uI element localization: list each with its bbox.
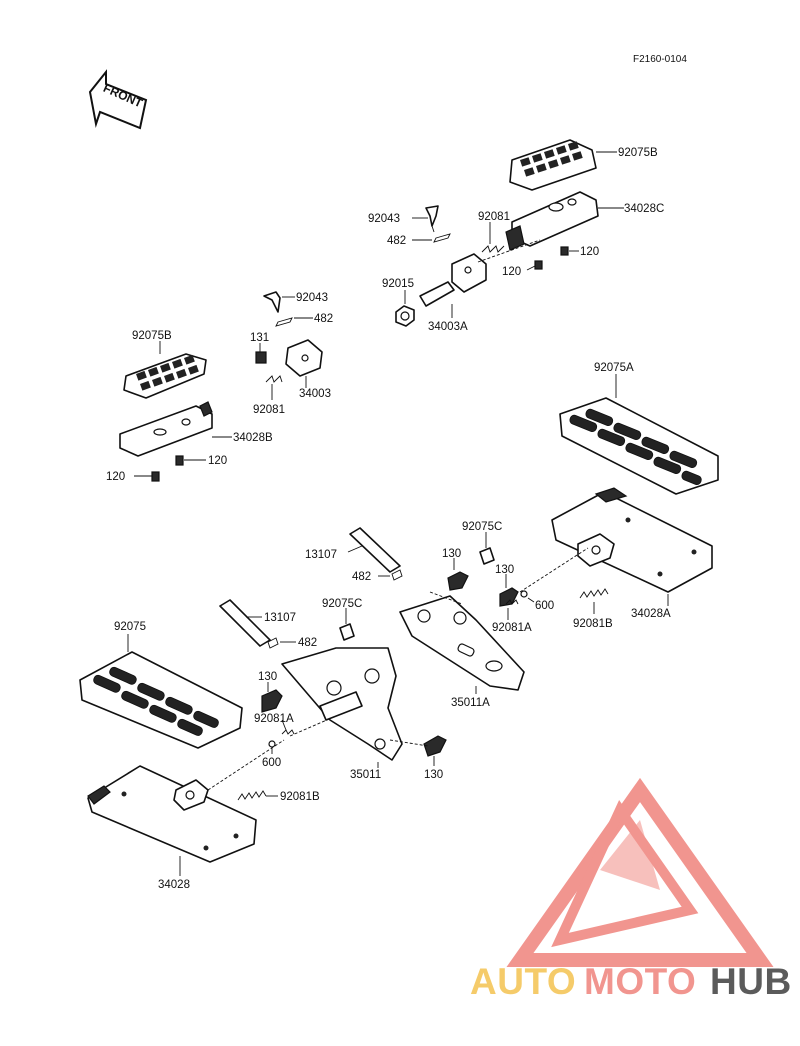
bolt-120-left-a: [151, 471, 160, 482]
logo-text-moto: MOTO: [584, 961, 696, 1002]
label-92081-mid: 92081: [253, 404, 285, 416]
rubber-92075A: [559, 397, 719, 495]
floorboard-34028A: [551, 487, 713, 593]
bolt-120-left-b: [175, 455, 184, 466]
label-600-lower: 600: [262, 757, 281, 769]
label-92075B-upper: 92075B: [618, 147, 658, 159]
spring-92081B-lower: [237, 790, 267, 801]
label-130-lower-b: 130: [424, 769, 443, 781]
bracket-35011: [281, 647, 403, 761]
label-92015: 92015: [382, 278, 414, 290]
stopper-92075C-right: [479, 547, 495, 565]
bolt-131: [255, 351, 267, 364]
rubber-92075B-upper: [509, 139, 597, 191]
label-34003: 34003: [299, 388, 331, 400]
rubber-92075B-left: [123, 353, 207, 399]
label-131: 131: [250, 332, 269, 344]
label-92075C-right: 92075C: [462, 521, 502, 533]
label-130-right-a: 130: [442, 548, 461, 560]
step-34028B: [119, 401, 213, 457]
label-92075A: 92075A: [594, 362, 634, 374]
bolt-120-upper-b: [560, 246, 569, 256]
label-34003A: 34003A: [428, 321, 468, 333]
bolt-130-right-a: [447, 571, 469, 591]
label-13107-lower: 13107: [264, 612, 296, 624]
label-482-right: 482: [352, 571, 371, 583]
stopper-92075C-lower: [339, 623, 355, 641]
spring-92081A-right: [505, 599, 519, 605]
front-arrow-icon: FRONT: [88, 69, 148, 130]
bolt-120-upper-a: [534, 260, 543, 270]
label-130-right-b: 130: [495, 564, 514, 576]
washer-600-lower: [268, 740, 276, 748]
rubber-92075: [79, 651, 243, 749]
bolt-130-lower-b: [423, 735, 447, 757]
label-92075: 92075: [114, 621, 146, 633]
floorboard-34028: [87, 765, 257, 863]
label-600-right: 600: [535, 600, 554, 612]
label-130-lower-a: 130: [258, 671, 277, 683]
pin-13107-lower: [219, 599, 271, 647]
pin-13107-right: [349, 527, 401, 573]
label-120-upper-a: 120: [502, 266, 521, 278]
bolt-130-right-b: [499, 587, 519, 607]
spring-92081-mid: [265, 375, 283, 383]
nut-92015: [395, 305, 415, 327]
spring-92081-upper: [481, 245, 505, 253]
pin-92043-upper: [425, 205, 439, 233]
diagram-code: F2160-0104: [633, 54, 687, 65]
label-92081-upper: 92081: [478, 211, 510, 223]
label-34028C: 34028C: [624, 203, 664, 215]
label-482-lower: 482: [298, 637, 317, 649]
bracket-35011A: [399, 595, 525, 691]
washer-600-right: [520, 590, 528, 598]
logo-text-auto: AUTO: [470, 961, 576, 1002]
automotohub-logo: AUTO MOTO HUB: [470, 777, 792, 1002]
label-13107-right: 13107: [305, 549, 337, 561]
label-92043-mid: 92043: [296, 292, 328, 304]
step-34028C: [505, 191, 599, 251]
label-92081B-right: 92081B: [573, 618, 613, 630]
bolt-130-lower-a: [261, 689, 283, 713]
label-34028A: 34028A: [631, 608, 671, 620]
label-120-left-b: 120: [208, 455, 227, 467]
pin-92043-mid: [263, 291, 281, 313]
label-92075B-left: 92075B: [132, 330, 172, 342]
bracket-34003A: [419, 253, 487, 307]
label-120-upper-b: 120: [580, 246, 599, 258]
label-92075C-lower: 92075C: [322, 598, 362, 610]
logo-text-hub: HUB: [710, 961, 792, 1002]
label-34028: 34028: [158, 879, 190, 891]
bracket-34003: [285, 339, 323, 377]
label-92043-upper: 92043: [368, 213, 400, 225]
label-92081A-right: 92081A: [492, 622, 532, 634]
spring-92081A-lower: [281, 729, 295, 735]
label-482-mid: 482: [314, 313, 333, 325]
label-92081B-lower: 92081B: [280, 791, 320, 803]
spring-92081B-right: [579, 588, 609, 599]
label-120-left-a: 120: [106, 471, 125, 483]
label-482-upper: 482: [387, 235, 406, 247]
label-34028B: 34028B: [233, 432, 273, 444]
label-35011: 35011: [350, 769, 381, 781]
label-92081A-lower: 92081A: [254, 713, 294, 725]
label-35011A: 35011A: [451, 697, 490, 709]
